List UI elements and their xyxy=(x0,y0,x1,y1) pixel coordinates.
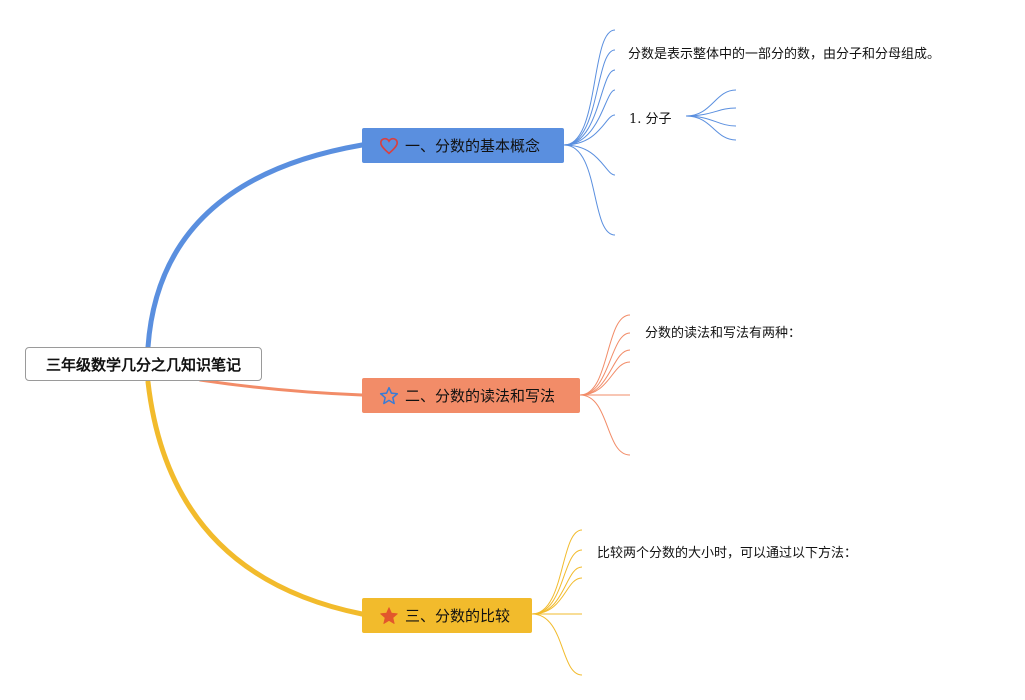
root-node[interactable]: 三年级数学几分之几知识笔记 xyxy=(25,347,262,381)
star-outline-icon xyxy=(379,386,399,406)
leaf-fraction-definition[interactable]: 分数是表示整体中的一部分的数，由分子和分母组成。 xyxy=(628,47,941,62)
link-root-branch-3 xyxy=(145,379,365,617)
branch-title: 二、分数的读法和写法 xyxy=(405,387,556,405)
branch-1-fan xyxy=(563,29,616,236)
root-title: 三年级数学几分之几知识笔记 xyxy=(45,355,241,374)
star-filled-icon xyxy=(379,606,399,626)
link-root-branch-2 xyxy=(198,378,364,397)
branch-node-reading-writing[interactable]: 二、分数的读法和写法 xyxy=(362,378,580,413)
leaf-comparison-methods[interactable]: 比较两个分数的大小时，可以通过以下方法： xyxy=(597,546,858,561)
branch-title: 一、分数的基本概念 xyxy=(405,137,541,155)
link-root-branch-1 xyxy=(145,142,365,350)
branch-node-comparison[interactable]: 三、分数的比较 xyxy=(362,598,532,633)
leaf-numerator[interactable]: 1. 分子 xyxy=(629,112,672,127)
branch-3-fan xyxy=(531,529,583,676)
leaf-reading-writing-methods[interactable]: 分数的读法和写法有两种： xyxy=(645,326,802,341)
heart-outline-icon xyxy=(379,136,399,156)
leaf-1b-fan xyxy=(685,89,737,141)
branch-node-concept[interactable]: 一、分数的基本概念 xyxy=(362,128,564,163)
branch-title: 三、分数的比较 xyxy=(405,607,511,625)
branch-2-fan xyxy=(579,314,631,456)
